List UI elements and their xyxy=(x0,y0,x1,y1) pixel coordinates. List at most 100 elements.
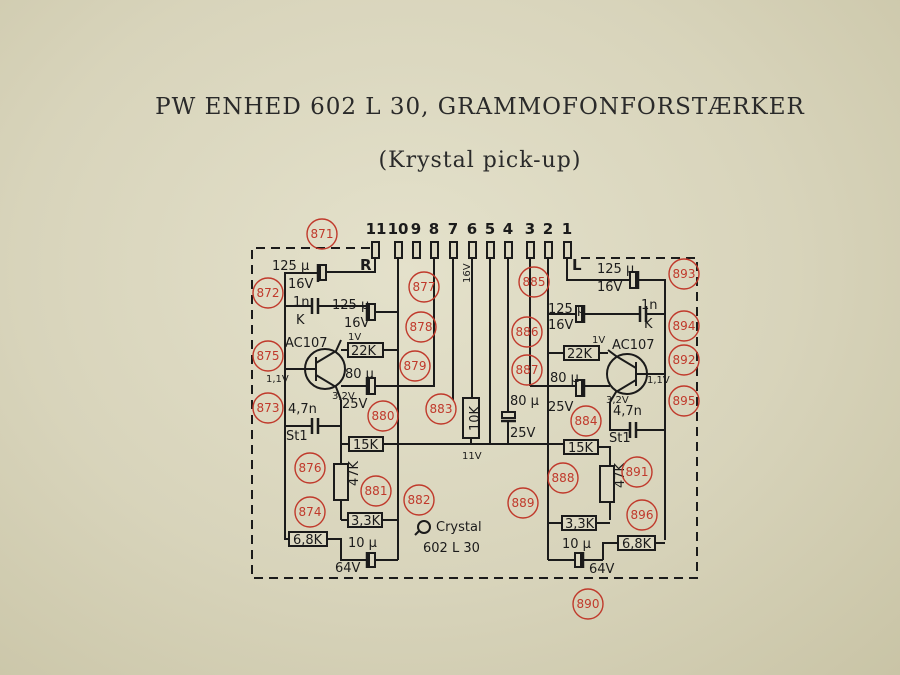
r-33k-label-r: 3,3K xyxy=(565,517,595,532)
wire xyxy=(284,272,318,515)
ref-marker: 892 xyxy=(668,344,700,376)
pin-3 xyxy=(526,241,535,259)
svg-text:891: 891 xyxy=(626,465,649,479)
svg-text:892: 892 xyxy=(673,353,696,367)
svg-text:885: 885 xyxy=(523,275,546,289)
c-125b-voltage: 16V xyxy=(344,316,370,331)
pin-11 xyxy=(371,241,380,259)
svg-text:871: 871 xyxy=(311,227,334,241)
ref-marker: 877 xyxy=(408,271,440,303)
svg-text:893: 893 xyxy=(673,267,696,281)
st1-label-r: St1 xyxy=(609,431,631,446)
pin-2 xyxy=(544,241,553,259)
c-80-label-r: 80 μ xyxy=(550,371,579,386)
crystal-pickup-symbol xyxy=(417,520,431,534)
ref-marker: 883 xyxy=(425,393,457,425)
v-32-label: 3,2V xyxy=(332,391,355,402)
ref-marker: 884 xyxy=(570,405,602,437)
ref-marker: 871 xyxy=(306,218,338,250)
center-v11-label: 11V xyxy=(462,451,482,462)
crystal-model-label: 602 L 30 xyxy=(423,541,480,556)
r-68k-label-r: 6,8K xyxy=(622,537,652,552)
capacitor-10u xyxy=(368,552,376,568)
capacitor-125u-b xyxy=(368,303,376,321)
v-32-label-r: 3,2V xyxy=(606,395,629,406)
c-47n-label-r: 4,7n xyxy=(613,404,642,419)
ref-marker: 872 xyxy=(252,277,284,309)
c-in-label: 125 μ xyxy=(272,259,309,274)
ref-marker: 894 xyxy=(668,310,700,342)
r-10k-label: 10K xyxy=(468,405,483,431)
r-68k-label: 6,8K xyxy=(293,533,323,548)
svg-text:878: 878 xyxy=(410,320,433,334)
ref-marker: 878 xyxy=(405,311,437,343)
c-1n-label-r: 1n xyxy=(641,298,658,313)
r-15k-label: 15K xyxy=(353,438,379,453)
r-15k-label-r: 15K xyxy=(568,441,594,456)
pin-5-label: 5 xyxy=(485,220,495,238)
c-10-label-r: 10 μ xyxy=(562,537,591,552)
svg-text:874: 874 xyxy=(299,505,322,519)
c-in-voltage-r: 16V xyxy=(597,280,623,295)
ref-marker: 876 xyxy=(294,452,326,484)
board-outline xyxy=(251,247,698,579)
c-1n-k-label-r: K xyxy=(644,317,653,332)
svg-text:883: 883 xyxy=(430,402,453,416)
crystal-label: Crystal xyxy=(436,520,482,535)
ref-marker: 875 xyxy=(252,340,284,372)
pin-7-label: 7 xyxy=(448,220,458,238)
r-33k-label: 3,3K xyxy=(351,514,381,529)
capacitor-125u-in xyxy=(319,264,327,281)
svg-text:887: 887 xyxy=(516,363,539,377)
svg-text:879: 879 xyxy=(404,359,427,373)
pin-10-label: 10 xyxy=(388,220,409,238)
center-section: 16V 10K 11V 80 μ 25V Crystal 602 L 30 xyxy=(414,258,539,556)
pin-1 xyxy=(563,241,572,259)
ref-marker: 895 xyxy=(668,385,700,417)
ref-marker: 881 xyxy=(360,475,392,507)
svg-text:873: 873 xyxy=(257,401,280,415)
c-10-label: 10 μ xyxy=(348,536,377,551)
connector-pins: 11 10 9 8 7 6 5 4 3 2 1 xyxy=(366,220,572,259)
transistor-label-r: AC107 xyxy=(612,338,655,353)
left-channel: R 125 μ 16V 1n K 125 μ 16V 22K 1V AC107 xyxy=(266,256,568,576)
ref-marker: 893 xyxy=(668,258,700,290)
capacitor-10u-r xyxy=(574,552,582,568)
st1-label: St1 xyxy=(286,429,308,444)
pin-9-label: 9 xyxy=(411,220,421,238)
c-80-voltage: 25V xyxy=(342,397,368,412)
ref-marker: 890 xyxy=(572,588,604,620)
pin-5 xyxy=(486,241,495,259)
c-in-label-r: 125 μ xyxy=(597,262,634,277)
c-47n-label: 4,7n xyxy=(288,402,317,417)
pin-9 xyxy=(412,241,421,259)
channel-label-r: R xyxy=(360,256,372,274)
r-22k-label: 22K xyxy=(351,344,377,359)
ref-marker: 887 xyxy=(511,354,543,386)
wire xyxy=(324,258,376,273)
center-c80-label: 80 μ xyxy=(510,394,539,409)
ref-marker: 880 xyxy=(367,400,399,432)
ref-marker: 896 xyxy=(626,499,658,531)
ref-marker: 888 xyxy=(547,462,579,494)
resistor-47k xyxy=(333,463,349,501)
center-v16-label: 16V xyxy=(462,263,473,283)
svg-text:895: 895 xyxy=(673,394,696,408)
v-11-label-r: 1,1V xyxy=(647,375,670,386)
pin-2-label: 2 xyxy=(543,220,553,238)
pin-8-label: 8 xyxy=(429,220,439,238)
pin-1-label: 1 xyxy=(562,220,572,238)
svg-text:889: 889 xyxy=(512,496,535,510)
svg-text:884: 884 xyxy=(575,414,598,428)
c-125b-label: 125 μ xyxy=(332,298,369,313)
pin-3-label: 3 xyxy=(525,220,535,238)
r-22k-label-r: 22K xyxy=(567,347,593,362)
svg-text:880: 880 xyxy=(372,409,395,423)
transistor-label: AC107 xyxy=(285,336,328,351)
svg-text:896: 896 xyxy=(631,508,654,522)
svg-text:877: 877 xyxy=(413,280,436,294)
c-80-label: 80 μ xyxy=(345,367,374,382)
svg-text:888: 888 xyxy=(552,471,575,485)
